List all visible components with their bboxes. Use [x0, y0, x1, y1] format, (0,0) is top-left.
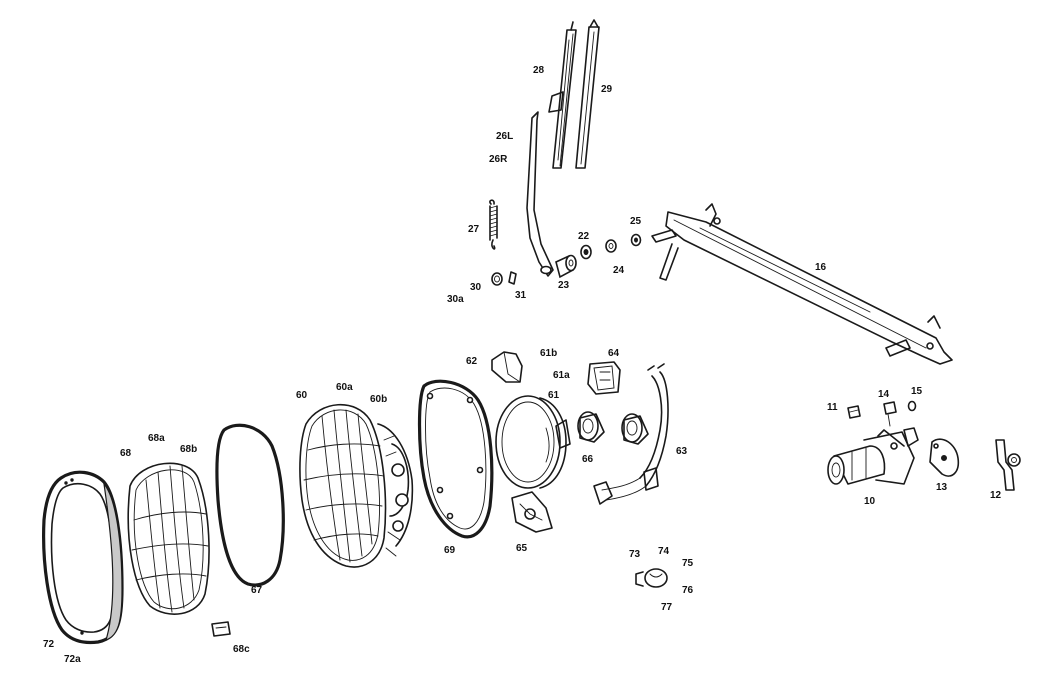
gasket-69	[417, 379, 494, 539]
callout-68: 68	[120, 448, 132, 459]
callout-73: 73	[629, 549, 641, 560]
bushing-23	[555, 254, 577, 279]
headlamp-lens-68	[127, 462, 210, 615]
lamp-holder-66	[577, 411, 649, 445]
callout-22: 22	[578, 231, 590, 242]
callout-67: 67	[251, 585, 263, 596]
spring-27	[489, 199, 498, 250]
callout-76: 76	[682, 585, 694, 596]
callout-29: 29	[601, 84, 613, 95]
gasket-67	[215, 423, 285, 587]
brush-holder-14	[883, 401, 897, 427]
wiper-motor-10	[827, 427, 919, 485]
wiper-blade-28	[548, 21, 577, 169]
washer-15	[907, 400, 917, 412]
callout-64: 64	[608, 348, 620, 359]
callout-74: 74	[658, 546, 670, 557]
callout-13: 13	[936, 482, 948, 493]
washer-25	[630, 233, 642, 247]
callout-60b: 60b	[370, 394, 387, 405]
callout-68a: 68a	[148, 433, 165, 444]
callout-26r: 26R	[489, 154, 508, 165]
headlamp-unit-60	[299, 403, 414, 568]
bulb-73	[635, 568, 668, 588]
wiring-harness-63	[593, 363, 669, 505]
callout-60a: 60a	[336, 382, 353, 393]
callout-30a: 30a	[447, 294, 464, 305]
callout-27: 27	[468, 224, 480, 235]
callout-63: 63	[676, 446, 688, 457]
bracket-12	[995, 439, 1021, 491]
callout-61a: 61a	[553, 370, 570, 381]
crank-plate-13	[929, 438, 960, 477]
callout-69: 69	[444, 545, 456, 556]
callout-23: 23	[558, 280, 570, 291]
housing-62	[491, 351, 523, 383]
wiper-linkage-16	[651, 203, 953, 365]
callout-11: 11	[827, 402, 838, 413]
callout-62: 62	[466, 356, 478, 367]
callout-28: 28	[533, 65, 545, 76]
nut-30	[491, 272, 503, 286]
brush-11	[847, 405, 861, 419]
callout-24: 24	[613, 265, 625, 276]
callout-10: 10	[864, 496, 876, 507]
nut-22	[580, 244, 592, 260]
callout-75: 75	[682, 558, 694, 569]
headlamp-rim-72	[42, 470, 124, 645]
wiper-blade-29	[575, 19, 600, 169]
callout-16: 16	[815, 262, 827, 273]
callout-14: 14	[878, 389, 890, 400]
callout-61b: 61b	[540, 348, 557, 359]
callout-77: 77	[661, 602, 673, 613]
callout-72: 72	[43, 639, 55, 650]
clip-68c	[211, 621, 231, 637]
socket-64	[587, 361, 621, 395]
callout-68b: 68b	[180, 444, 197, 455]
callout-72a: 72a	[64, 654, 81, 665]
callout-61: 61	[548, 390, 560, 401]
callout-15: 15	[911, 386, 923, 397]
reflector-61	[495, 395, 571, 489]
callout-66: 66	[582, 454, 594, 465]
callout-12: 12	[990, 490, 1002, 501]
callout-25: 25	[630, 216, 642, 227]
washer-31	[508, 271, 517, 285]
wiper-arm-26	[526, 111, 554, 277]
callout-31: 31	[515, 290, 527, 301]
callout-labels: 28 29 26L 26R 27 22 25 23 24 30 30a 31 1…	[43, 65, 1002, 665]
lamp-65	[511, 491, 553, 533]
callout-65: 65	[516, 543, 528, 554]
callout-68c: 68c	[233, 644, 250, 655]
washer-24	[605, 239, 617, 253]
callout-30: 30	[470, 282, 482, 293]
callout-26l: 26L	[496, 131, 513, 142]
callout-60: 60	[296, 390, 308, 401]
